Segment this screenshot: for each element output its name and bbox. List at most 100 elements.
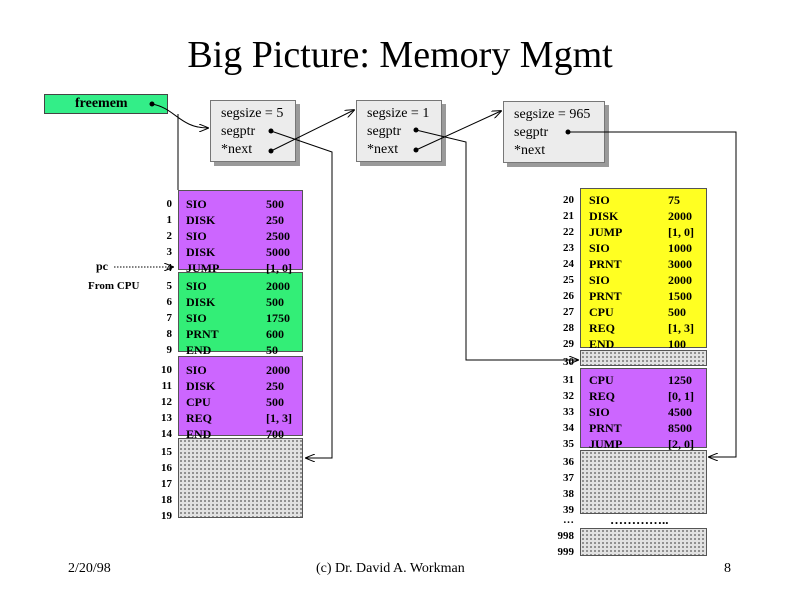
right-mem-block-free — [580, 350, 707, 366]
right-mem-arg: 8500 — [668, 421, 692, 435]
left-mem-op: DISK — [186, 379, 216, 393]
next-label: *next — [514, 143, 546, 158]
left-mem-address: 4 — [166, 262, 173, 274]
right-mem-op: REQ — [589, 389, 616, 403]
left-mem-op: DISK — [186, 213, 216, 227]
freemem-pointer: freemem — [44, 94, 168, 114]
right-mem-op: DISK — [589, 209, 619, 223]
left-mem-op: JUMP — [186, 261, 220, 275]
left-mem-arg: 1750 — [266, 311, 290, 325]
left-mem-op: DISK — [186, 295, 216, 309]
right-mem-address: 998 — [557, 530, 575, 542]
left-mem-arg: 500 — [266, 395, 284, 409]
right-mem-op: CPU — [589, 305, 614, 319]
right-mem-address: 27 — [563, 306, 574, 318]
left-mem-op: SIO — [186, 279, 207, 293]
left-mem-op: END — [186, 343, 212, 357]
left-mem-address: 0 — [166, 198, 173, 210]
segptr-label: segptr — [221, 124, 256, 139]
right-mem-address: 24 — [563, 258, 574, 270]
left-mem-address: 1 — [166, 214, 173, 226]
left-mem-block-purple2 — [178, 356, 303, 436]
left-mem-arg: [1, 3] — [266, 411, 292, 425]
left-mem-arg: 2000 — [266, 363, 290, 377]
seg1-next-arrow — [270, 110, 354, 152]
footer-author: (c) Dr. David A. Workman — [316, 561, 465, 576]
left-mem-address: 8 — [166, 328, 173, 340]
segptr-label: segptr — [514, 125, 549, 140]
right-mem-op: JUMP — [589, 437, 623, 451]
left-mem-address: 16 — [161, 462, 172, 474]
right-mem-op: CPU — [589, 373, 614, 387]
left-mem-arg: 500 — [266, 295, 284, 309]
left-mem-op: PRNT — [186, 327, 219, 341]
left-mem-address: 15 — [161, 446, 172, 458]
segment-node-1: segsize = 5 segptr *next — [210, 100, 296, 162]
right-mem-address: … — [563, 514, 574, 526]
left-mem-block-green — [178, 272, 303, 352]
right-mem-address: 32 — [563, 390, 574, 402]
right-mem-arg: 1500 — [668, 289, 692, 303]
left-mem-op: SIO — [186, 197, 207, 211]
right-mem-op: SIO — [589, 193, 610, 207]
pc-label: pc — [96, 259, 108, 273]
left-mem-address: 2 — [166, 230, 173, 242]
right-mem-op: SIO — [589, 241, 610, 255]
right-mem-arg: 75 — [668, 193, 680, 207]
footer-date: 2/20/98 — [68, 561, 111, 576]
right-mem-arg: 2000 — [668, 273, 692, 287]
left-mem-op: END — [186, 427, 212, 441]
left-mem-address: 5 — [166, 280, 173, 292]
right-mem-address: 30 — [563, 356, 574, 368]
right-mem-arg: 1250 — [668, 373, 692, 387]
right-mem-op: JUMP — [589, 225, 623, 239]
left-mem-arg: 250 — [266, 379, 284, 393]
right-mem-address: 29 — [563, 338, 574, 350]
left-mem-arg: 2000 — [266, 279, 290, 293]
right-mem-address: 33 — [563, 406, 574, 418]
next-label: *next — [367, 142, 399, 157]
right-mem-address: 21 — [563, 210, 574, 222]
segptr-label: segptr — [367, 124, 402, 139]
left-mem-block-purple — [178, 190, 303, 270]
left-mem-address: 13 — [161, 412, 172, 424]
left-mem-arg: 5000 — [266, 245, 290, 259]
right-mem-arg: 100 — [668, 337, 686, 351]
memory-ellipsis: ………….. — [610, 512, 669, 527]
left-mem-arg: 2500 — [266, 229, 290, 243]
from-cpu-label: From CPU — [88, 280, 140, 292]
left-mem-address: 14 — [161, 428, 172, 440]
right-mem-arg: 3000 — [668, 257, 692, 271]
right-mem-arg: 4500 — [668, 405, 692, 419]
right-mem-address: 31 — [563, 374, 574, 386]
right-mem-block-purple — [580, 368, 707, 448]
left-mem-op: DISK — [186, 245, 216, 259]
left-mem-address: 17 — [161, 478, 172, 490]
right-mem-address: 35 — [563, 438, 574, 450]
seg1-segptr-arrow — [270, 130, 333, 458]
right-mem-arg: 500 — [668, 305, 686, 319]
segsize-label: segsize = 5 — [221, 106, 284, 121]
footer-page-number: 8 — [724, 561, 731, 576]
right-mem-address: 26 — [563, 290, 574, 302]
seg2-segptr-arrow — [415, 129, 578, 360]
segsize-label: segsize = 1 — [367, 106, 430, 121]
right-mem-address: 36 — [563, 456, 574, 468]
left-mem-arg: 600 — [266, 327, 284, 341]
left-mem-address: 11 — [161, 380, 172, 392]
right-mem-address: 999 — [557, 546, 575, 558]
left-mem-op: SIO — [186, 311, 207, 325]
right-mem-block-free-tail — [580, 528, 707, 556]
right-mem-address: 37 — [563, 472, 574, 484]
right-mem-arg: [0, 1] — [668, 389, 694, 403]
page-title: Big Picture: Memory Mgmt — [187, 34, 613, 76]
right-mem-op: REQ — [589, 321, 616, 335]
right-mem-arg: 1000 — [668, 241, 692, 255]
left-mem-op: SIO — [186, 363, 207, 377]
right-mem-arg: [2, 0] — [668, 437, 694, 451]
segsize-label: segsize = 965 — [514, 107, 591, 122]
left-mem-address: 18 — [161, 494, 172, 506]
right-mem-op: END — [589, 337, 615, 351]
right-mem-arg: 2000 — [668, 209, 692, 223]
